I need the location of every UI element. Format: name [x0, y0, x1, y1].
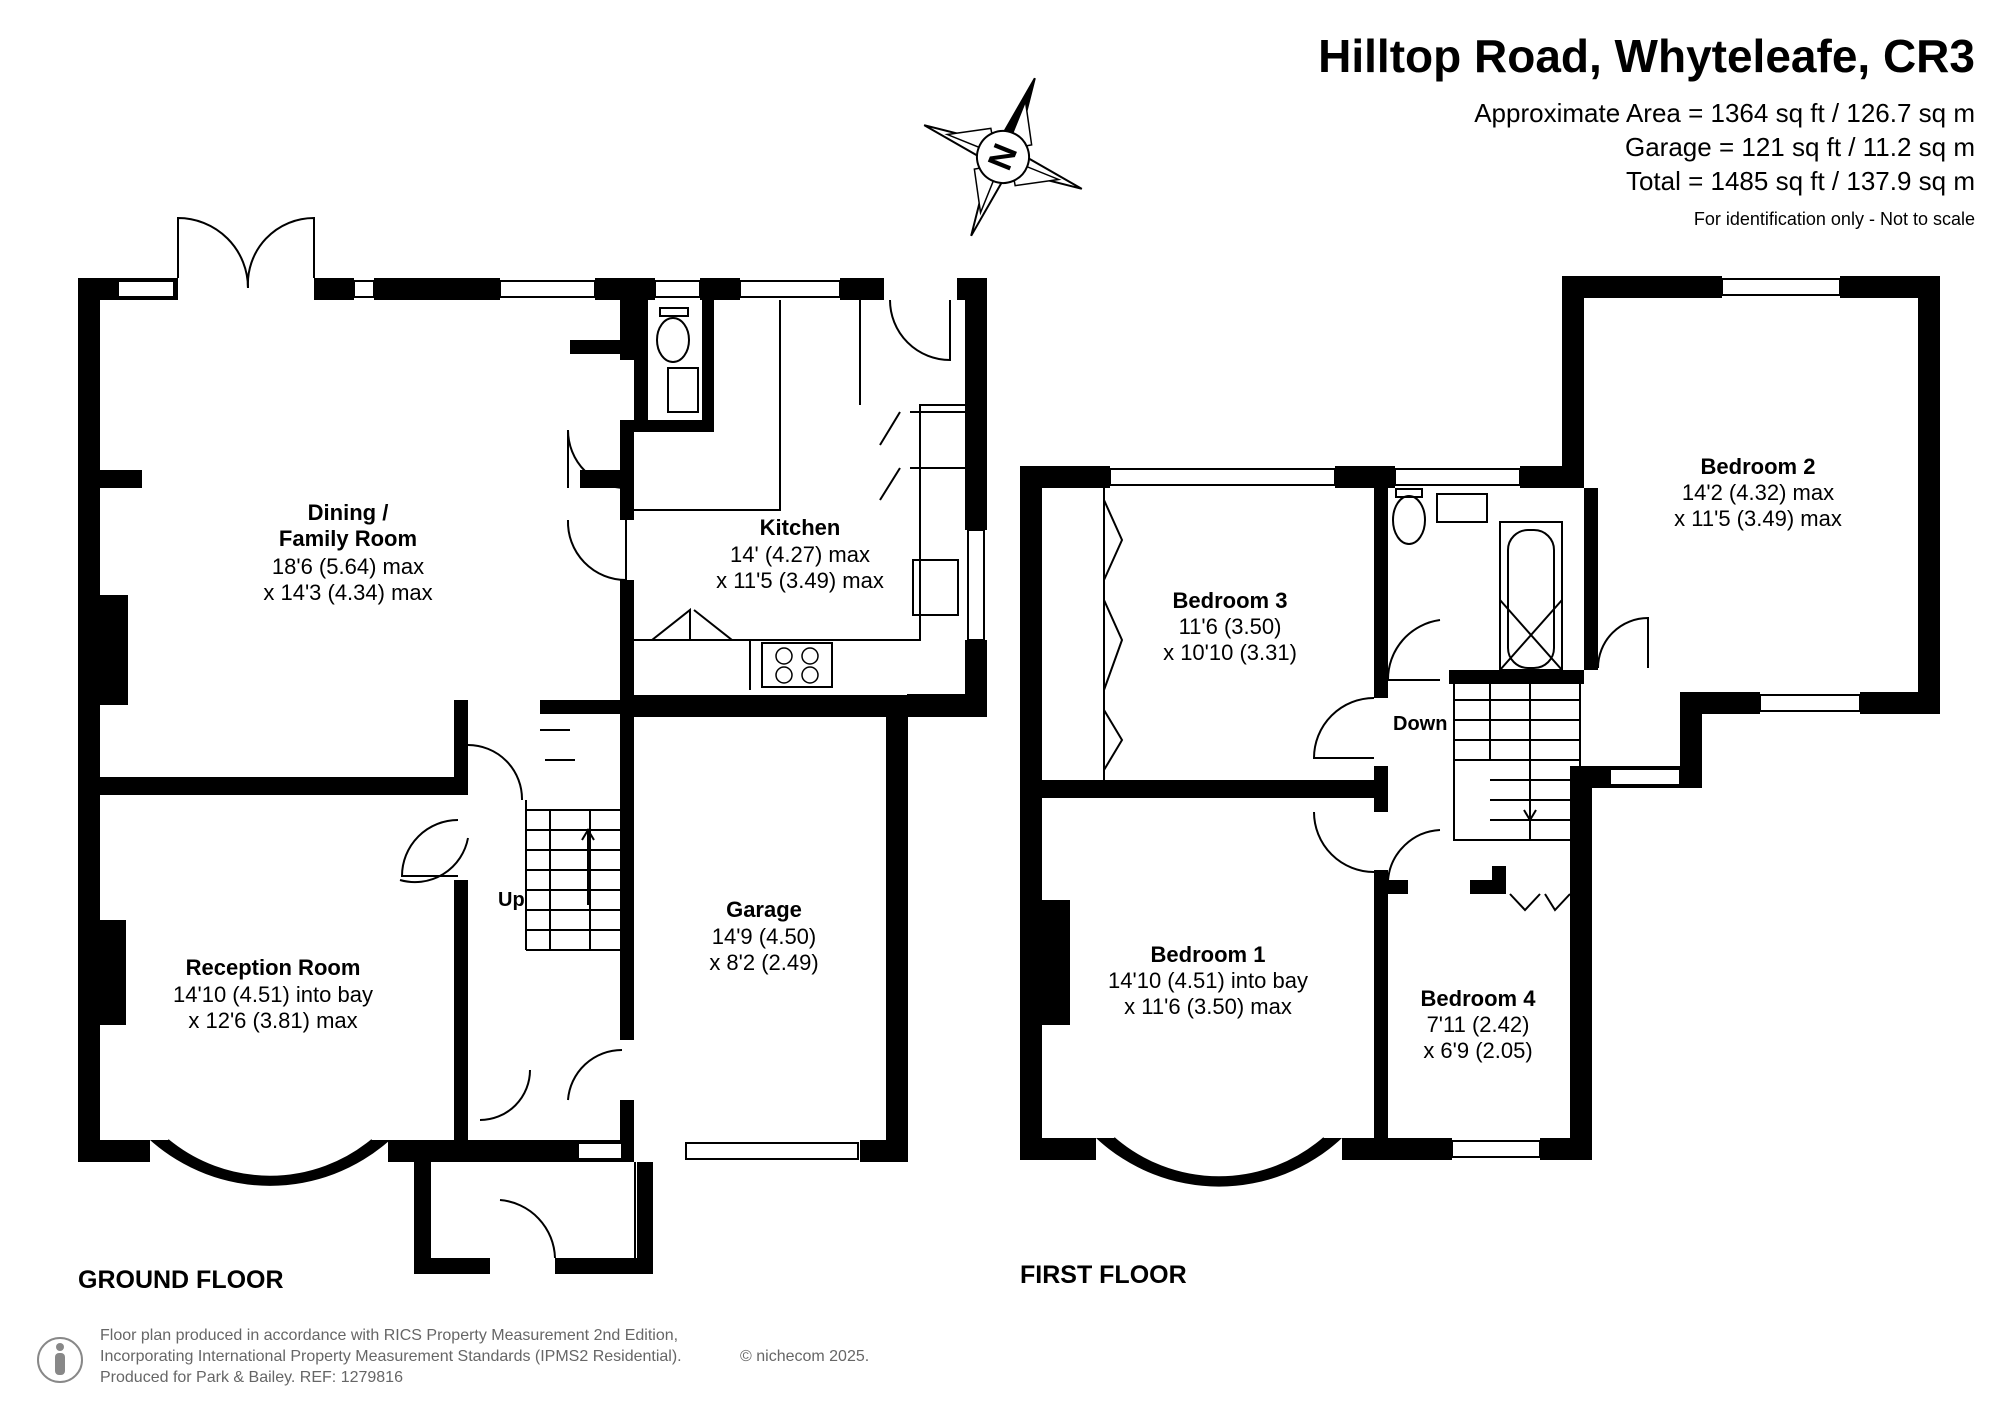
room-name-line-2: Family Room	[279, 526, 417, 551]
room-dimension-1: 14'10 (4.51) into bay	[173, 982, 373, 1007]
room-kitchen: Kitchen 14' (4.27) max x 11'5 (3.49) max	[716, 515, 884, 593]
room-garage: Garage 14'9 (4.50) x 8'2 (2.49)	[709, 897, 818, 975]
room-dimension-1: 18'6 (5.64) max	[272, 554, 424, 579]
room-name: Reception Room	[186, 955, 361, 980]
room-name: Garage	[726, 897, 802, 922]
room-dimension-2: x 14'3 (4.34) max	[263, 580, 432, 605]
first-stairs-label: Down	[1393, 713, 1447, 735]
room-bedroom-3: Bedroom 3 11'6 (3.50) x 10'10 (3.31)	[1163, 588, 1297, 665]
identification-note: For identification only - Not to scale	[1694, 209, 1975, 229]
room-name: Bedroom 2	[1701, 454, 1816, 479]
ground-floor-label: GROUND FLOOR	[78, 1266, 284, 1294]
approximate-area: Approximate Area = 1364 sq ft / 126.7 sq…	[1474, 98, 1975, 128]
room-dining-family: Dining / Family Room 18'6 (5.64) max x 1…	[263, 500, 432, 605]
room-name-line-1: Dining /	[308, 500, 389, 525]
header: Hilltop Road, Whyteleafe, CR3 Approximat…	[1318, 30, 1975, 229]
room-dimension-2: x 8'2 (2.49)	[709, 950, 818, 975]
room-dimension-2: x 12'6 (3.81) max	[188, 1008, 357, 1033]
room-dimension-2: x 11'5 (3.49) max	[1674, 506, 1842, 531]
room-bedroom-1: Bedroom 1 14'10 (4.51) into bay x 11'6 (…	[1108, 942, 1308, 1019]
room-name: Bedroom 4	[1421, 986, 1537, 1011]
footer-copyright: © nichecom 2025.	[740, 1348, 869, 1365]
room-dimension-1: 14'9 (4.50)	[712, 924, 817, 949]
first-floor-plan	[1020, 276, 1940, 1187]
room-name: Kitchen	[760, 515, 841, 540]
room-name: Bedroom 1	[1151, 942, 1266, 967]
ground-floor-plan	[78, 216, 987, 1274]
room-dimension-1: 14' (4.27) max	[730, 542, 870, 567]
room-bedroom-2: Bedroom 2 14'2 (4.32) max x 11'5 (3.49) …	[1674, 454, 1842, 531]
room-dimension-2: x 6'9 (2.05)	[1423, 1038, 1532, 1063]
room-dimension-2: x 11'5 (3.49) max	[716, 568, 884, 593]
room-dimension-1: 7'11 (2.42)	[1427, 1012, 1530, 1037]
room-dimension-2: x 10'10 (3.31)	[1163, 640, 1297, 665]
room-dimension-2: x 11'6 (3.50) max	[1124, 994, 1292, 1019]
total-area: Total = 1485 sq ft / 137.9 sq m	[1626, 166, 1975, 196]
room-dimension-1: 11'6 (3.50)	[1179, 614, 1282, 639]
garage-area: Garage = 121 sq ft / 11.2 sq m	[1625, 132, 1975, 162]
compass-rose-icon	[923, 77, 1083, 237]
footer-line-3: Produced for Park & Bailey. REF: 1279816	[100, 1369, 403, 1386]
person-logo-icon	[37, 1337, 83, 1383]
property-title: Hilltop Road, Whyteleafe, CR3	[1318, 30, 1975, 82]
room-name: Bedroom 3	[1173, 588, 1288, 613]
ground-stairs-label: Up	[498, 889, 525, 911]
room-dimension-1: 14'2 (4.32) max	[1682, 480, 1834, 505]
first-floor-label: FIRST FLOOR	[1020, 1261, 1187, 1289]
room-bedroom-4: Bedroom 4 7'11 (2.42) x 6'9 (2.05)	[1421, 986, 1537, 1063]
room-dimension-1: 14'10 (4.51) into bay	[1108, 968, 1308, 993]
room-reception: Reception Room 14'10 (4.51) into bay x 1…	[173, 955, 373, 1033]
footer-line-2: Incorporating International Property Mea…	[100, 1348, 682, 1365]
footer-line-1: Floor plan produced in accordance with R…	[100, 1327, 678, 1344]
